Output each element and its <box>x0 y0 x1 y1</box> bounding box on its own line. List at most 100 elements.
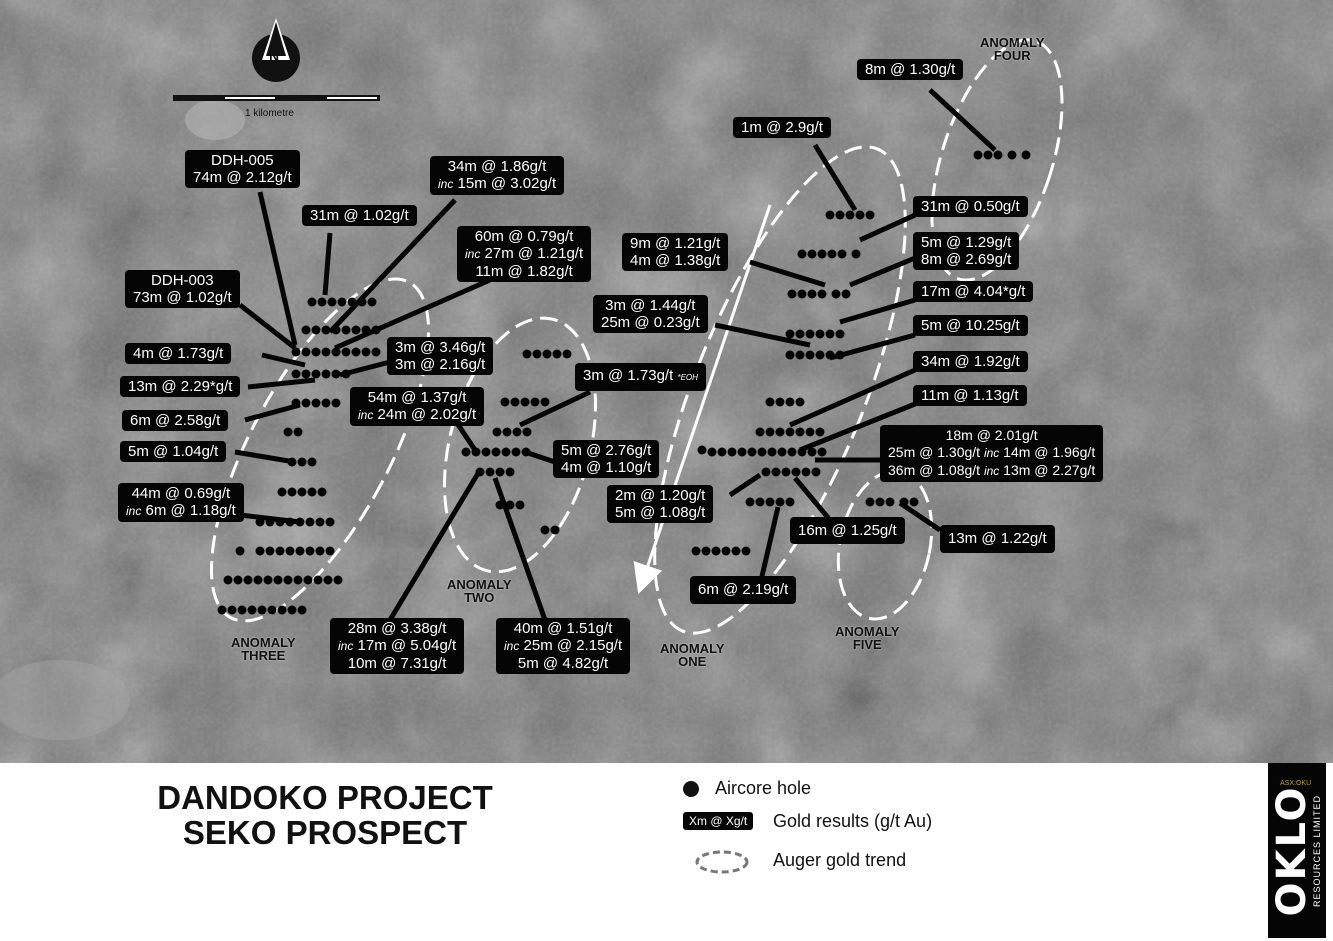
callout-line: 11m @ 1.13g/t <box>921 387 1019 404</box>
anomaly-five-label: ANOMALY FIVE <box>835 625 900 651</box>
north-arrow <box>252 18 300 82</box>
leader-lines <box>234 88 997 622</box>
scale-bar <box>173 95 380 101</box>
anomaly-label-line: ONE <box>678 654 707 669</box>
holes-anomaly-four <box>973 150 1031 160</box>
callout-line: 8m @ 1.30g/t <box>865 61 956 78</box>
legend-auger: Auger gold trend <box>773 850 907 870</box>
callout-line: 31m @ 1.02g/t <box>310 207 409 224</box>
callout-line: 36m @ 1.08g/t inc 13m @ 2.27g/t <box>888 462 1096 478</box>
project-title: DANDOKO PROJECT SEKO PROSPECT <box>150 780 500 850</box>
callout-54m-1.37: 54m @ 1.37g/t inc 24m @ 2.02g/t <box>350 387 485 426</box>
clearing-patch <box>0 660 130 740</box>
legend-gold: Gold results (g/t Au) <box>773 811 933 831</box>
callout-line: 5m @ 2.76g/t <box>561 442 652 459</box>
callout-line: 13m @ 1.22g/t <box>948 530 1047 547</box>
callout-60m-0.79: 60m @ 0.79g/t inc 27m @ 1.21g/t 11m @ 1.… <box>457 226 592 282</box>
callout-40m-1.51: 40m @ 1.51g/t inc 25m @ 2.15g/t 5m @ 4.8… <box>496 618 631 674</box>
callout-line: 6m @ 2.58g/t <box>130 412 221 429</box>
callout-line: 74m @ 2.12g/t <box>193 169 292 186</box>
callout-line: 54m @ 1.37g/t <box>367 389 467 406</box>
aircore-hole-icon <box>683 781 699 797</box>
callout-line: 34m @ 1.86g/t <box>447 158 547 175</box>
callout-line: 6m @ 2.19g/t <box>698 581 789 598</box>
scale-label: 1 kilometre <box>245 108 294 119</box>
callout-line: 1m @ 2.9g/t <box>741 119 823 136</box>
callout-line: inc 6m @ 1.18g/t <box>126 502 236 519</box>
aircore-holes <box>217 150 1031 615</box>
anomaly-label-line: TWO <box>464 590 495 605</box>
callout-line: 5m @ 4.82g/t <box>517 655 609 672</box>
callout-line: 73m @ 1.02g/t <box>133 289 232 306</box>
logo-text: OKLO RESOURCES LIMITED <box>1269 785 1322 917</box>
callout-13m-1.22: 13m @ 1.22g/t <box>940 525 1055 553</box>
callout-line: 28m @ 3.38g/t <box>347 620 447 637</box>
callout-line: inc 25m @ 2.15g/t <box>504 637 623 654</box>
callout-line: 3m @ 1.73g/t *EOH <box>583 367 698 384</box>
callout-5m-1.04: 5m @ 1.04g/t <box>120 441 227 462</box>
anomaly-label-line: ANOMALY <box>231 635 296 650</box>
auger-trend-icon <box>695 850 749 874</box>
logo-word: OKLO <box>1269 785 1315 917</box>
callout-6m-2.58: 6m @ 2.58g/t <box>122 410 229 431</box>
oklo-logo: OKLO RESOURCES LIMITED <box>1268 763 1326 938</box>
anomaly-label-line: ANOMALY <box>980 35 1045 50</box>
callout-11m-1.13: 11m @ 1.13g/t <box>913 385 1027 406</box>
logo-asx: ASX:OKU <box>1280 780 1312 787</box>
callout-line: 25m @ 0.23g/t <box>601 314 700 331</box>
callout-line: inc 15m @ 3.02g/t <box>438 175 557 192</box>
gold-result-icon: Xm @ Xg/t <box>683 812 754 830</box>
callout-line: 44m @ 0.69g/t <box>131 485 231 502</box>
anomaly-label-line: FIVE <box>852 637 882 652</box>
callout-line: 5m @ 1.29g/t <box>921 234 1012 251</box>
callout-5m-10.25: 5m @ 10.25g/t <box>913 315 1028 336</box>
anomaly-label-line: ANOMALY <box>447 577 512 592</box>
callout-1m-2.9: 1m @ 2.9g/t <box>733 117 831 138</box>
callout-3m-1.73-eoh: 3m @ 1.73g/t *EOH <box>575 363 706 391</box>
callout-line: 10m @ 7.31g/t <box>347 655 447 672</box>
callout-line: inc 17m @ 5.04g/t <box>338 637 457 654</box>
holes-anomaly-three <box>217 297 381 615</box>
callout-line: 4m @ 1.73g/t <box>133 345 224 362</box>
satellite-map: 1 kilometre N DDH-005 74m @ 2.12g/t 31m … <box>0 0 1333 763</box>
callout-3m-3.46: 3m @ 3.46g/t 3m @ 2.16g/t <box>387 337 494 375</box>
callout-line: 2m @ 1.20g/t <box>615 487 706 504</box>
callout-line: 5m @ 10.25g/t <box>921 317 1020 334</box>
callout-line: 4m @ 1.38g/t <box>630 252 721 269</box>
clearing-patch <box>185 100 245 140</box>
callout-28m-3.38: 28m @ 3.38g/t inc 17m @ 5.04g/t 10m @ 7.… <box>330 618 465 674</box>
callout-line: 5m @ 1.08g/t <box>615 504 706 521</box>
callout-31m-1.02: 31m @ 1.02g/t <box>302 205 417 226</box>
callout-line: 31m @ 0.50g/t <box>921 198 1020 215</box>
callout-line: 34m @ 1.92g/t <box>921 353 1020 370</box>
north-label: N <box>269 48 280 64</box>
callout-34m-1.86: 34m @ 1.86g/t inc 15m @ 3.02g/t <box>430 156 565 195</box>
callout-line: 18m @ 2.01g/t <box>945 427 1038 443</box>
callout-line: 11m @ 1.82g/t <box>475 263 573 280</box>
callout-line: inc 27m @ 1.21g/t <box>465 245 584 262</box>
anomaly-label-line: THREE <box>241 648 286 663</box>
callout-line: 3m @ 1.44g/t <box>605 297 696 314</box>
callout-line: 40m @ 1.51g/t <box>513 620 613 637</box>
callout-line: inc 24m @ 2.02g/t <box>358 406 477 423</box>
callout-5m-1.29: 5m @ 1.29g/t 8m @ 2.69g/t <box>913 232 1020 270</box>
anomaly-four-label: ANOMALY FOUR <box>980 36 1045 62</box>
callout-3m-1.44: 3m @ 1.44g/t 25m @ 0.23g/t <box>593 295 708 333</box>
holes-anomaly-two <box>461 349 572 535</box>
callout-34m-1.92: 34m @ 1.92g/t <box>913 351 1028 372</box>
trend-anomaly-one <box>653 145 907 635</box>
callout-line: 3m @ 2.16g/t <box>395 356 486 373</box>
callout-line: 8m @ 2.69g/t <box>921 251 1012 268</box>
title-line-1: DANDOKO PROJECT <box>157 779 493 816</box>
callout-6m-2.19: 6m @ 2.19g/t <box>690 576 797 604</box>
callout-31m-0.50: 31m @ 0.50g/t <box>913 196 1028 217</box>
callout-44m-0.69: 44m @ 0.69g/t inc 6m @ 1.18g/t <box>118 483 244 522</box>
anomaly-three-label: ANOMALY THREE <box>231 636 296 662</box>
anomaly-label-line: FOUR <box>993 48 1031 63</box>
callout-ddh003: DDH-003 73m @ 1.02g/t <box>125 270 240 308</box>
logo-subtitle: RESOURCES LIMITED <box>1312 794 1322 908</box>
callout-2m-1.20: 2m @ 1.20g/t 5m @ 1.08g/t <box>607 485 714 523</box>
callout-8m-1.30: 8m @ 1.30g/t <box>857 59 964 80</box>
callout-line: 13m @ 2.29*g/t <box>128 378 233 395</box>
callout-line: 16m @ 1.25g/t <box>798 522 897 539</box>
